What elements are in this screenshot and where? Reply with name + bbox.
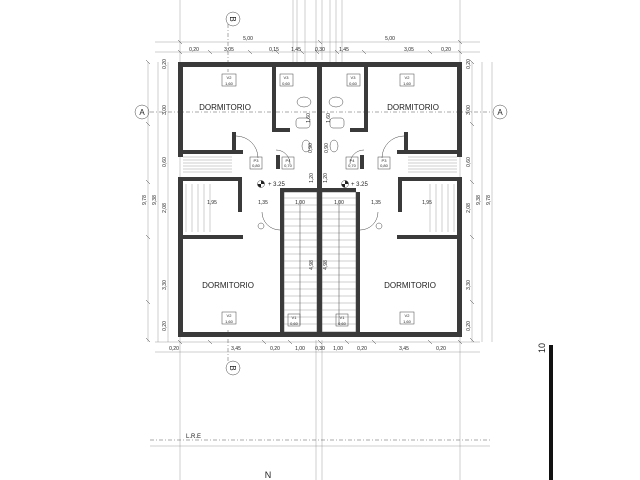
window-tag-top-right-code: V2 <box>405 75 411 80</box>
axis-bubbles <box>134 11 508 376</box>
dim-left-seg-0: 0,20 <box>162 59 168 69</box>
dim-top-seg-5: 1,45 <box>339 47 349 53</box>
level-markers <box>257 180 383 230</box>
axis-label-b-bottom: B <box>228 365 237 370</box>
dim-bottom-seg-7: 3,45 <box>399 346 409 352</box>
dim-bottom-seg-4: 0,30 <box>315 346 325 352</box>
labels: DORMITORIO DORMITORIO DORMITORIO DORMITO… <box>139 16 547 480</box>
dim-top-seg-4: 0,30 <box>315 47 325 53</box>
dim-top-seg-6: 3,05 <box>404 47 414 53</box>
stairs <box>183 156 457 333</box>
dim-right-total-inner: 9,38 <box>476 195 482 205</box>
lre-label: L.R.E <box>186 434 201 440</box>
window-tag-top-right-size: 1,60 <box>403 81 412 86</box>
window-tag-bath-left-size: 0,60 <box>282 81 291 86</box>
dim-left-seg-2: 0,60 <box>162 157 168 167</box>
dim-stair-right: 1,00 <box>334 200 344 206</box>
dim-bottom-seg-0: 0,20 <box>169 346 179 352</box>
window-tag-top-left-code: V2 <box>227 75 233 80</box>
north-label: N <box>265 470 272 480</box>
door-tag-p4-left-code: P4 <box>286 158 292 163</box>
level-right: + 3.25 <box>351 182 369 188</box>
dim-bottom-seg-8: 0,20 <box>436 346 446 352</box>
dim-bath-h-left: 1,60 <box>306 113 312 123</box>
dim-hall-left: 1,95 <box>207 200 217 206</box>
window-tag-bottom-left-code: V2 <box>227 313 233 318</box>
level-left: + 3.25 <box>268 182 286 188</box>
dim-right-seg-5: 0,20 <box>466 321 472 331</box>
door-tag-p3-left-code: P3 <box>254 158 260 163</box>
room-label-top-left: DORMITORIO <box>199 103 251 112</box>
axis-label-b-top: B <box>228 16 237 21</box>
dim-bottom-seg-3: 1,00 <box>295 346 305 352</box>
dim-stair-left: 1,00 <box>295 200 305 206</box>
dim-left-seg-1: 3,00 <box>162 105 168 115</box>
window-tags <box>221 73 415 327</box>
door-tag-p3-right-size: 0,80 <box>380 163 389 168</box>
window-tag-bottom-right-code: V2 <box>405 313 411 318</box>
window-tag-stair-right-size: 0,60 <box>338 321 347 326</box>
window-tag-bath-right-size: 0,60 <box>349 81 358 86</box>
dim-bottom-seg-6: 0,20 <box>357 346 367 352</box>
dim-top-seg-0: 0,20 <box>189 47 199 53</box>
door-tag-p3-right-code: P3 <box>382 158 388 163</box>
scale-label: 10 <box>537 343 547 353</box>
dim-right-seg-3: 2,08 <box>466 203 472 213</box>
dim-bottom-seg-2: 0,20 <box>270 346 280 352</box>
dim-hall-right-2: 1,35 <box>371 200 381 206</box>
walls <box>178 62 462 337</box>
room-label-top-right: DORMITORIO <box>387 103 439 112</box>
dim-bath-w-left: 0,90 <box>308 143 314 153</box>
dim-hall-right: 1,95 <box>422 200 432 206</box>
window-tag-bottom-right-size: 1,60 <box>403 319 412 324</box>
dimension-lines <box>145 39 493 353</box>
axis-label-a-right: A <box>497 108 503 117</box>
room-label-bottom-left: DORMITORIO <box>202 281 254 290</box>
dim-left-seg-3: 2,08 <box>162 203 168 213</box>
dim-right-seg-2: 0,60 <box>466 157 472 167</box>
dim-top-seg-7: 0,20 <box>441 47 451 53</box>
bath-fixtures <box>295 96 345 153</box>
window-tag-stair-left-size: 0,60 <box>290 321 299 326</box>
door-tag-p4-right-size: 0,70 <box>348 163 357 168</box>
dim-left-total-inner: 9,38 <box>152 195 158 205</box>
dim-hall-h-left: 1,20 <box>309 173 315 183</box>
door-tag-p3-left-size: 0,80 <box>252 163 261 168</box>
window-tag-stair-left-code: V1 <box>292 315 298 320</box>
scale-bar <box>549 345 553 480</box>
dim-top-total-left: 5,00 <box>243 36 253 42</box>
window-tag-top-left-size: 1,60 <box>225 81 234 86</box>
dim-hall-h-right: 1,20 <box>323 173 329 183</box>
dim-bath-w-right: 0,90 <box>324 143 330 153</box>
dim-right-seg-1: 3,00 <box>466 105 472 115</box>
dim-stair-h-right: 4,98 <box>323 260 329 270</box>
dim-bottom-seg-1: 3,45 <box>231 346 241 352</box>
dim-right-seg-4: 3,30 <box>466 280 472 290</box>
dim-right-total-outer: 9,78 <box>486 195 492 205</box>
dim-hall-left-2: 1,35 <box>258 200 268 206</box>
dim-top-seg-1: 3,05 <box>224 47 234 53</box>
dim-left-seg-5: 0,20 <box>162 321 168 331</box>
dim-stair-h-left: 4,98 <box>309 260 315 270</box>
dim-right-seg-0: 0,20 <box>466 59 472 69</box>
window-tag-bottom-left-size: 1,60 <box>225 319 234 324</box>
window-tag-stair-right-code: V1 <box>340 315 346 320</box>
axis-label-a-left: A <box>139 108 145 117</box>
dim-left-total-outer: 9,78 <box>142 195 148 205</box>
dim-top-seg-3: 1,45 <box>291 47 301 53</box>
door-swings <box>235 135 405 231</box>
dim-top-total-right: 5,00 <box>385 36 395 42</box>
room-label-bottom-right: DORMITORIO <box>384 281 436 290</box>
door-tag-p4-left-size: 0,70 <box>284 163 293 168</box>
dim-bottom-seg-5: 1,00 <box>333 346 343 352</box>
dim-left-seg-4: 3,30 <box>162 280 168 290</box>
window-tag-bath-right-code: V3 <box>351 75 357 80</box>
dim-top-seg-2: 0,15 <box>269 47 279 53</box>
window-tag-bath-left-code: V3 <box>284 75 290 80</box>
dim-bath-h-right: 1,60 <box>326 113 332 123</box>
door-tag-p4-right-code: P4 <box>350 158 356 163</box>
